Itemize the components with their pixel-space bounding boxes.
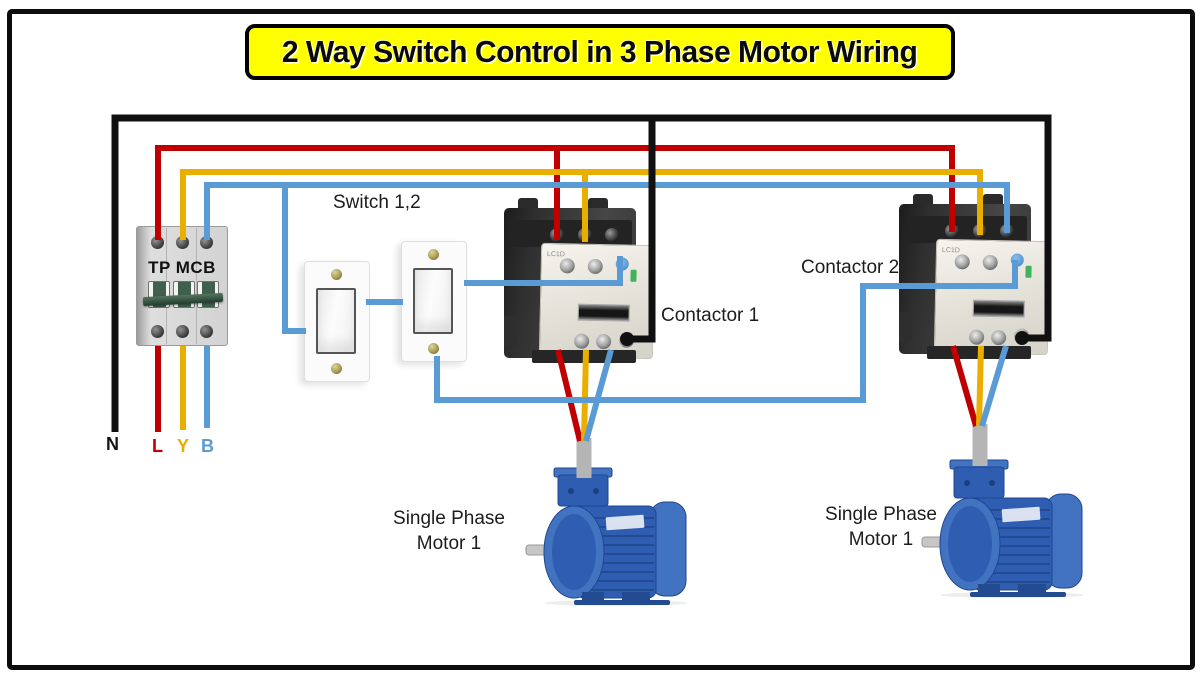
motor-foot xyxy=(978,584,1000,593)
contactor2-label: Contactor 2 xyxy=(801,257,900,278)
mcb-label: TP MCB xyxy=(148,258,216,277)
red-phase-wire xyxy=(555,349,583,442)
motor2-label: Single Phase Motor 1 xyxy=(816,502,946,552)
terminal-box-bolt xyxy=(568,488,574,494)
contactor-mount-tab xyxy=(899,312,912,342)
motor-end-bell-inner xyxy=(948,506,992,582)
blue-control-wire xyxy=(282,182,306,334)
switch-2 xyxy=(401,241,467,362)
switch-screw xyxy=(331,363,342,374)
phase-label-b: B xyxy=(201,436,214,456)
blue-phase-wire xyxy=(583,349,614,442)
motor-2 xyxy=(921,459,1084,598)
motor-nameplate xyxy=(1001,506,1041,523)
blue-control-wire xyxy=(464,256,623,286)
motor-base xyxy=(970,592,1066,597)
blue-control-wire xyxy=(434,260,1018,403)
contactor1-label: Contactor 1 xyxy=(661,305,760,326)
motor1-label: Single Phase Motor 1 xyxy=(384,506,514,556)
motor-base xyxy=(574,600,670,605)
motor2-label-line1: Single Phase xyxy=(825,504,937,525)
motor2-label-line2: Motor 1 xyxy=(848,529,914,550)
motor1-label-line1: Single Phase xyxy=(393,508,505,529)
switch-screw xyxy=(331,269,342,280)
terminal-box-bolt xyxy=(989,480,995,486)
tp-mcb: TP MCB xyxy=(136,226,228,346)
mcb-terminal-screw xyxy=(151,325,164,338)
mcb-terminal-screw xyxy=(176,325,189,338)
motor-foot xyxy=(1018,584,1046,593)
switch-rocker xyxy=(316,288,356,354)
yellow-phase-wire xyxy=(180,169,983,240)
switch-screw xyxy=(428,249,439,260)
mcb-terminal-screw xyxy=(200,325,213,338)
phase-label-l: L xyxy=(152,436,163,456)
phase-label-n: N xyxy=(106,434,119,454)
blue-phase-wire xyxy=(204,182,1010,240)
motor-nameplate xyxy=(605,514,645,531)
neutral-wire xyxy=(629,118,656,343)
title-banner: 2 Way Switch Control in 3 Phase Motor Wi… xyxy=(245,24,955,80)
red-phase-wire xyxy=(950,345,979,427)
yellow-phase-wire xyxy=(976,345,984,427)
motor-end-bell-inner xyxy=(552,514,596,590)
switch-1 xyxy=(304,261,370,382)
phase-label-y: Y xyxy=(177,436,190,456)
contactor-terminal-screw xyxy=(605,228,619,242)
motor-1 xyxy=(525,467,688,606)
terminal-box-bolt xyxy=(964,480,970,486)
terminal-box-bolt xyxy=(593,488,599,494)
contactor-mount-tab xyxy=(504,316,517,346)
neutral-connector xyxy=(620,332,634,346)
yellow-phase-wire xyxy=(581,349,589,442)
motor-foot xyxy=(582,592,604,601)
page-title: 2 Way Switch Control in 3 Phase Motor Wi… xyxy=(282,34,918,69)
switch-rocker xyxy=(413,268,453,334)
neutral-connector xyxy=(1015,331,1029,345)
switch-label: Switch 1,2 xyxy=(333,192,421,213)
motor1-label-line2: Motor 1 xyxy=(416,533,482,554)
blue-phase-wire xyxy=(979,345,1009,427)
neutral-wire xyxy=(111,114,1052,432)
switch-screw xyxy=(428,343,439,354)
motor-foot xyxy=(622,592,650,601)
mcb-pole-divider xyxy=(196,228,197,344)
